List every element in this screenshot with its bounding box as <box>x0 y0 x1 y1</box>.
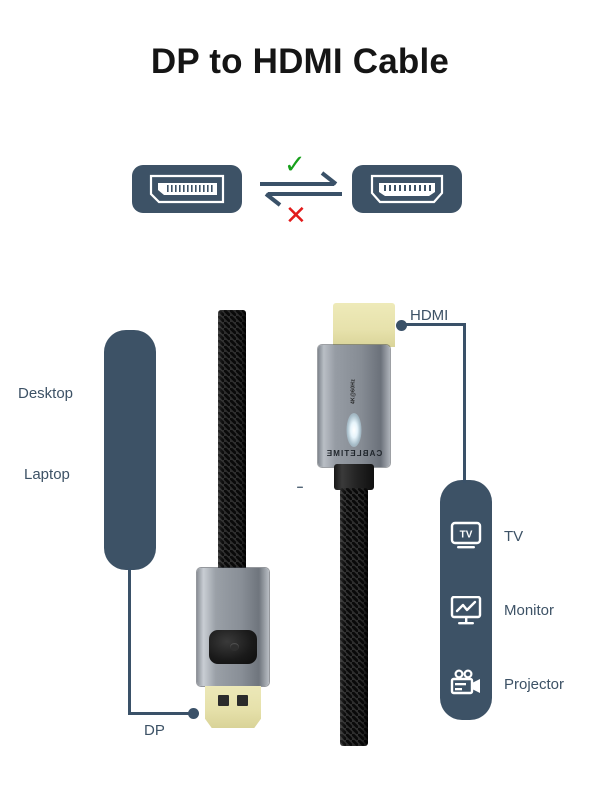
output-device-label-monitor: Monitor <box>504 602 555 619</box>
hdmi-indicator-led <box>346 413 362 447</box>
monitor-chart-icon <box>449 594 483 628</box>
output-device-label-projector: Projector <box>504 676 565 693</box>
braided-cable-dp-side <box>218 310 246 572</box>
displayport-connector-grip <box>209 630 257 664</box>
input-device-label-laptop: Laptop <box>24 466 70 483</box>
hdmi-connector-housing: 4K@60Hz CABLETIME <box>318 345 390 467</box>
allowed-check-mark: ✓ <box>284 149 306 179</box>
hdmi-port-icon <box>352 165 462 213</box>
tv-icon: TV <box>449 518 483 552</box>
hdmi-brand-label: CABLETIME <box>325 449 383 458</box>
direction-arrows: ✓ ✕ <box>258 149 344 230</box>
laptop-icon <box>283 462 317 496</box>
input-device-panel <box>104 330 156 570</box>
output-device-label-tv: TV <box>504 528 524 545</box>
hdmi-strain-relief <box>334 464 374 490</box>
svg-text:TV: TV <box>460 529 473 540</box>
displayport-plug-contact <box>218 695 229 706</box>
displayport-plug-contact <box>237 695 248 706</box>
displayport-plug <box>205 686 261 728</box>
displayport-port-icon <box>132 165 242 213</box>
desktop-monitor-icon <box>283 378 317 412</box>
page-title: DP to HDMI Cable <box>150 42 450 81</box>
input-device-label-desktop: Desktop <box>18 385 74 402</box>
dp-callout-leader-horizontal <box>128 712 194 715</box>
denied-cross-mark: ✕ <box>285 200 307 230</box>
dp-callout-leader-vertical <box>128 568 131 715</box>
arrow-pair-icon <box>260 171 342 207</box>
dp-callout-dot <box>188 708 199 719</box>
displayport-connector-housing <box>197 568 269 686</box>
hdmi-plug <box>333 303 395 347</box>
braided-cable-hdmi-side <box>340 488 368 746</box>
projector-icon <box>449 666 483 700</box>
hdmi-resolution-badge: 4K@60Hz <box>350 379 357 405</box>
dp-callout-label: DP <box>144 722 165 739</box>
hdmi-callout-leader-horizontal <box>401 323 466 326</box>
hdmi-callout-label: HDMI <box>410 307 449 324</box>
hdmi-callout-leader-vertical <box>463 323 466 483</box>
